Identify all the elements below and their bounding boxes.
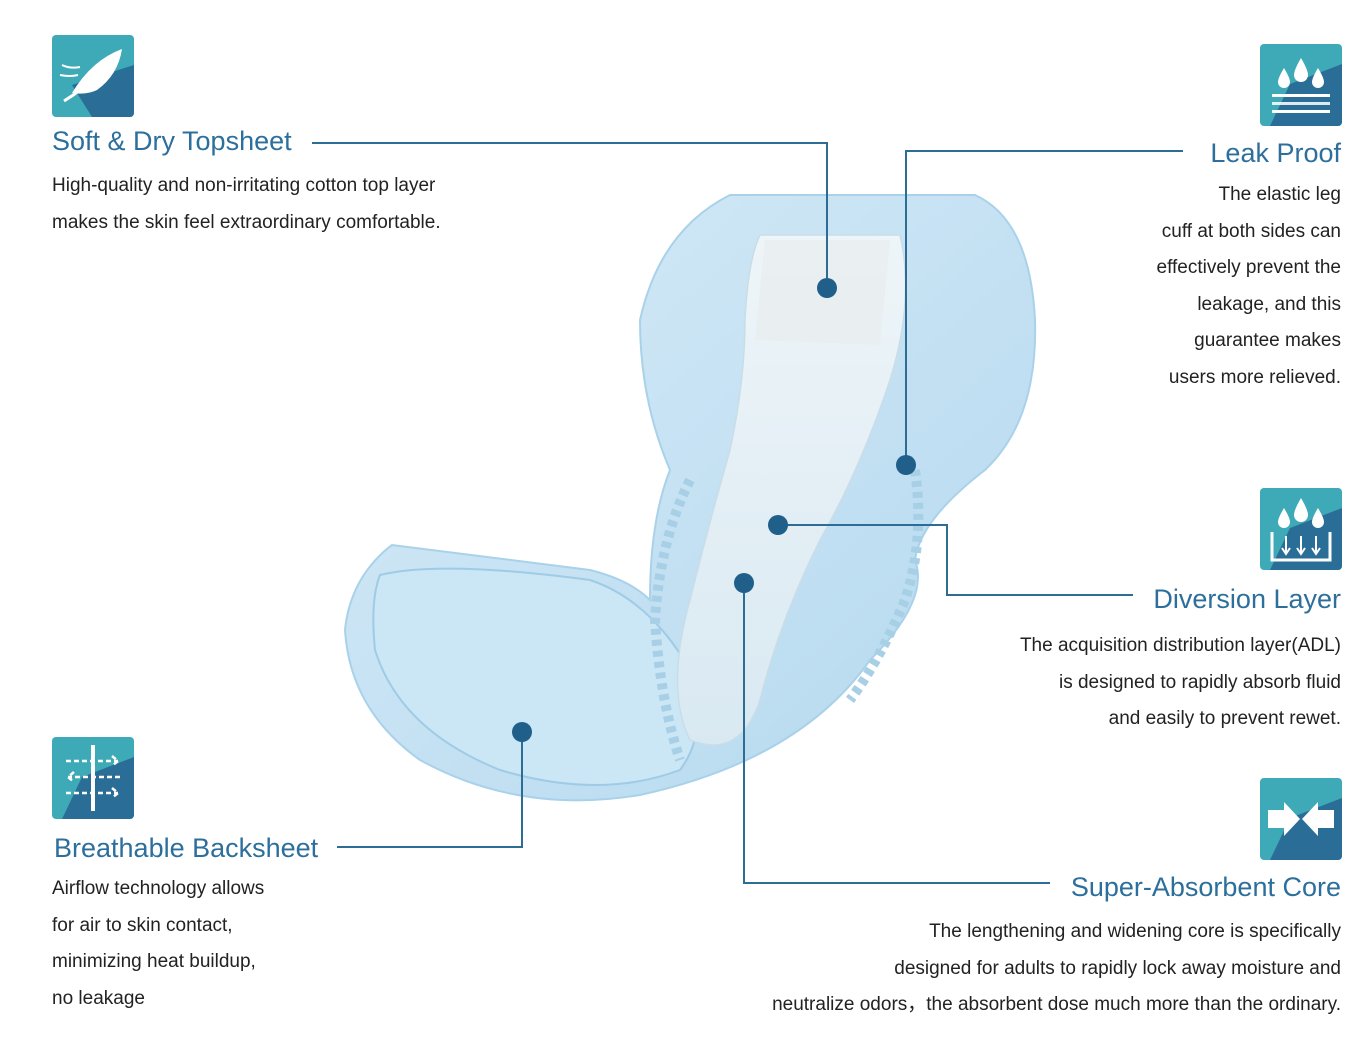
topsheet-desc-line: makes the skin feel extraordinary comfor…: [52, 211, 441, 233]
core-desc-line: The lengthening and widening core is spe…: [929, 921, 1341, 942]
backsheet-description: Airflow technology allows for air to ski…: [52, 871, 264, 1017]
core-description: The lengthening and widening core is spe…: [772, 914, 1341, 1024]
diversion-desc-line: is designed to rapidly absorb fluid: [1058, 671, 1341, 693]
topsheet-desc-line: High-quality and non-irritating cotton t…: [52, 175, 436, 196]
topsheet-title: Soft & Dry Topsheet: [52, 126, 292, 156]
leak-proof-description: The elastic leg cuff at both sides can e…: [1157, 177, 1341, 396]
core-title: Super-Absorbent Core: [1070, 872, 1341, 902]
diversion-desc-line: and easily to prevent rewet.: [1108, 708, 1341, 729]
leader-line-backsheet: [337, 732, 523, 848]
diversion-title: Diversion Layer: [1153, 584, 1341, 614]
pad-back-flap: [372, 567, 699, 786]
leader-dot-leak-proof: [896, 455, 916, 475]
backsheet-desc-line: for air to skin contact,: [52, 914, 233, 936]
diversion-description: The acquisition distribution layer(ADL) …: [1020, 628, 1341, 738]
leader-dot-core: [734, 573, 754, 593]
leader-dot-topsheet: [817, 278, 837, 298]
backsheet-title: Breathable Backsheet: [54, 833, 319, 863]
leak-proof-desc-line: cuff at both sides can: [1161, 220, 1341, 242]
leader-line-topsheet: [312, 142, 828, 288]
pad-absorbent-core: [676, 234, 907, 746]
backsheet-desc-line: Airflow technology allows: [52, 878, 265, 899]
airflow-arrows-icon: [52, 737, 134, 819]
backsheet-desc-line: minimizing heat buildup,: [52, 951, 256, 972]
compress-arrows-icon: [1260, 778, 1342, 860]
leak-proof-desc-line: The elastic leg: [1218, 184, 1341, 205]
leak-proof-title: Leak Proof: [1210, 138, 1341, 168]
core-desc-line: neutralize odors，the absorbent dose much…: [772, 994, 1341, 1015]
leader-line-leak-proof: [905, 150, 1183, 465]
core-desc-line: designed for adults to rapidly lock away…: [894, 957, 1341, 979]
pad-elastic-cuff-right: [845, 469, 924, 703]
leader-dot-diversion: [768, 515, 788, 535]
leak-proof-desc-line: leakage, and this: [1197, 293, 1341, 315]
water-drops-barrier-icon: [1260, 44, 1342, 126]
topsheet-description: High-quality and non-irritating cotton t…: [52, 168, 441, 241]
leader-line-core: [743, 583, 1050, 884]
leader-line-diversion: [778, 524, 1133, 596]
water-drops-down-arrows-icon: [1260, 488, 1342, 570]
leak-proof-desc-line: effectively prevent the: [1156, 257, 1341, 278]
leak-proof-desc-line: users more relieved.: [1168, 366, 1341, 388]
diversion-desc-line: The acquisition distribution layer(ADL): [1019, 635, 1341, 656]
pad-elastic-cuff-left: [649, 477, 695, 762]
feather-icon: [52, 35, 134, 117]
backsheet-desc-line: no leakage: [52, 987, 145, 1009]
leader-dot-backsheet: [512, 722, 532, 742]
leak-proof-desc-line: guarantee makes: [1194, 330, 1341, 351]
